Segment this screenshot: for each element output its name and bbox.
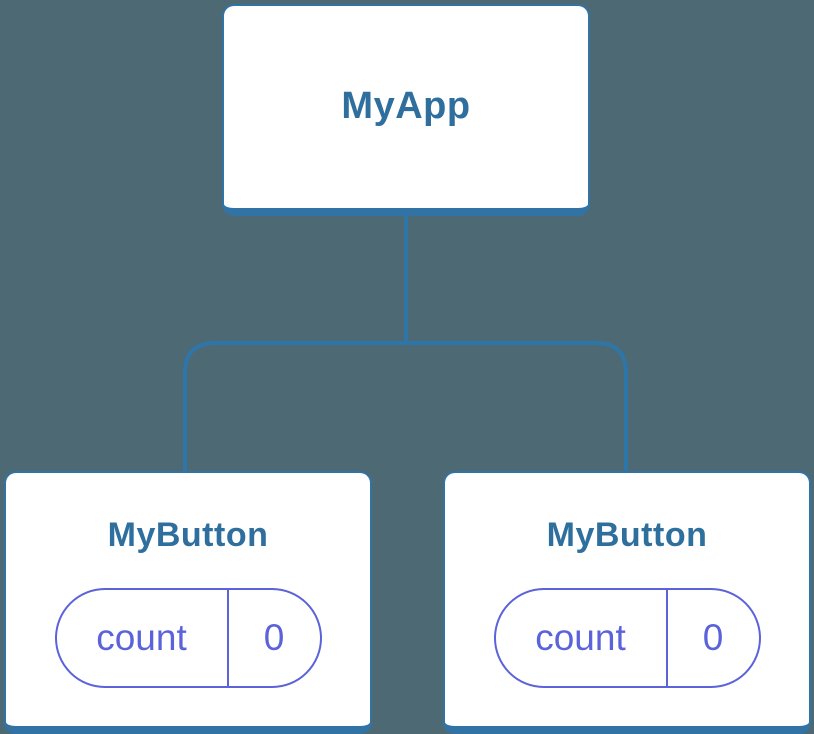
state-pill-right: count 0 [493, 587, 761, 688]
state-value-left: 0 [226, 589, 320, 686]
branch-bracket-line [183, 341, 628, 472]
state-value-right: 0 [665, 589, 759, 686]
component-node-mybutton-left: MyButton count 0 [4, 471, 372, 734]
state-name-right: count [535, 616, 626, 658]
component-node-mybutton-right: MyButton count 0 [443, 471, 811, 734]
component-node-myapp: MyApp [222, 4, 590, 216]
state-pill-left: count 0 [54, 587, 322, 688]
component-label-mybutton-right: MyButton [546, 516, 708, 554]
state-name-left: count [96, 616, 187, 658]
component-label-mybutton-left: MyButton [107, 516, 269, 554]
component-label-myapp: MyApp [341, 85, 471, 128]
